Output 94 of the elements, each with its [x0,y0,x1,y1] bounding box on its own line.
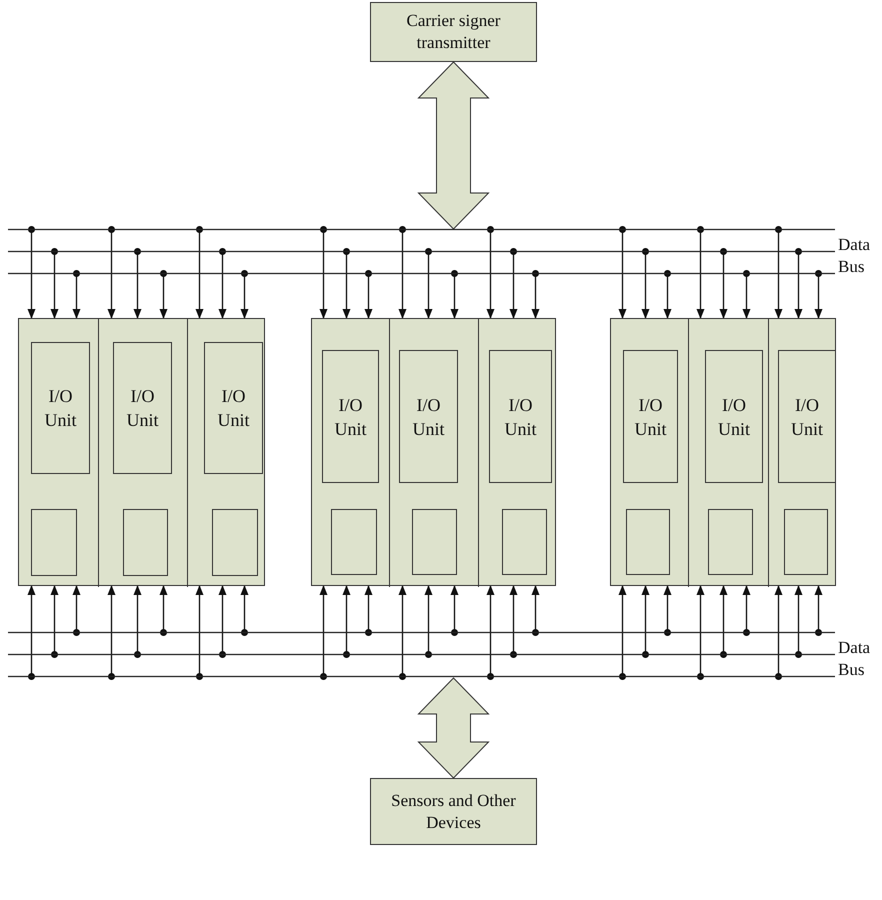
arrow [532,270,540,319]
box-label: I/O Unit [503,394,538,440]
bus-label: Data Bus [838,637,872,681]
chip-box [502,509,547,575]
chip-box [123,509,168,576]
box-label: I/O Unit [216,385,250,432]
io-unit-box [322,350,379,483]
arrow [218,585,226,658]
io-unit-box [399,350,458,483]
arrow [774,226,782,319]
chip-box [412,509,457,575]
arrow [108,226,116,319]
arrow [664,585,672,636]
box-label: I/O Unit [125,385,160,432]
arrow [240,585,248,636]
box-label: I/O Unit [633,394,668,440]
io-unit-box [113,342,172,474]
arrow [108,585,116,680]
arrow [240,270,248,319]
arrow [742,585,750,636]
arrow [364,585,372,636]
arrow [696,585,704,680]
arrow [28,226,36,319]
arrow [642,585,650,658]
arrow [398,585,406,680]
arrow [196,585,204,680]
double-arrow [417,677,490,779]
arrow [364,270,372,319]
arrow [720,248,728,319]
arrow [486,226,494,319]
arrow [532,585,540,636]
double-arrow [417,61,490,230]
io-unit-box [31,342,90,474]
box-label: I/O Unit [411,394,446,440]
box-label: I/O Unit [716,394,751,440]
box-label: I/O Unit [333,394,368,440]
arrow [450,270,458,319]
arrow [642,248,650,319]
arrow [450,585,458,636]
box-label: I/O Unit [790,394,824,440]
arrow [134,585,142,658]
bus-label: Data Bus [838,234,872,278]
io-unit-box [623,350,678,483]
arrow [28,585,36,680]
io-unit-box [705,350,763,483]
arrow [664,270,672,319]
chip-box [212,509,258,576]
io-unit-box [778,350,836,483]
arrow [618,585,626,680]
arrow [160,585,168,636]
arrow [320,226,328,319]
arrow [510,585,518,658]
arrow [424,585,432,658]
device-box [370,778,537,845]
arrow [342,585,350,658]
device-box [370,2,537,62]
arrow [510,248,518,319]
box-label: Sensors and Other Devices [390,790,517,834]
arrow [320,585,328,680]
arrow [134,248,142,319]
arrow [424,248,432,319]
module-slot [768,319,837,587]
arrow [50,585,58,658]
arrow [398,226,406,319]
arrow [160,270,168,319]
module-box [610,318,836,586]
chip-box [708,509,753,575]
chip-box [626,509,670,575]
arrow [814,585,822,636]
chip-box [31,509,77,576]
arrow [814,270,822,319]
io-unit-box [489,350,552,483]
arrow [742,270,750,319]
arrow [696,226,704,319]
arrow [774,585,782,680]
module-slot [187,319,266,587]
chip-box [784,509,828,575]
arrow [342,248,350,319]
arrow [618,226,626,319]
arrow [196,226,204,319]
arrow [72,270,80,319]
arrow [720,585,728,658]
arrow [72,585,80,636]
arrow [794,585,802,658]
arrow [50,248,58,319]
arrow [794,248,802,319]
chip-box [331,509,377,575]
box-label: Carrier signer transmitter [406,10,502,54]
module-box [18,318,265,586]
io-unit-box [204,342,263,474]
arrow [486,585,494,680]
arrow [218,248,226,319]
box-label: I/O Unit [43,385,78,432]
module-box [311,318,556,586]
